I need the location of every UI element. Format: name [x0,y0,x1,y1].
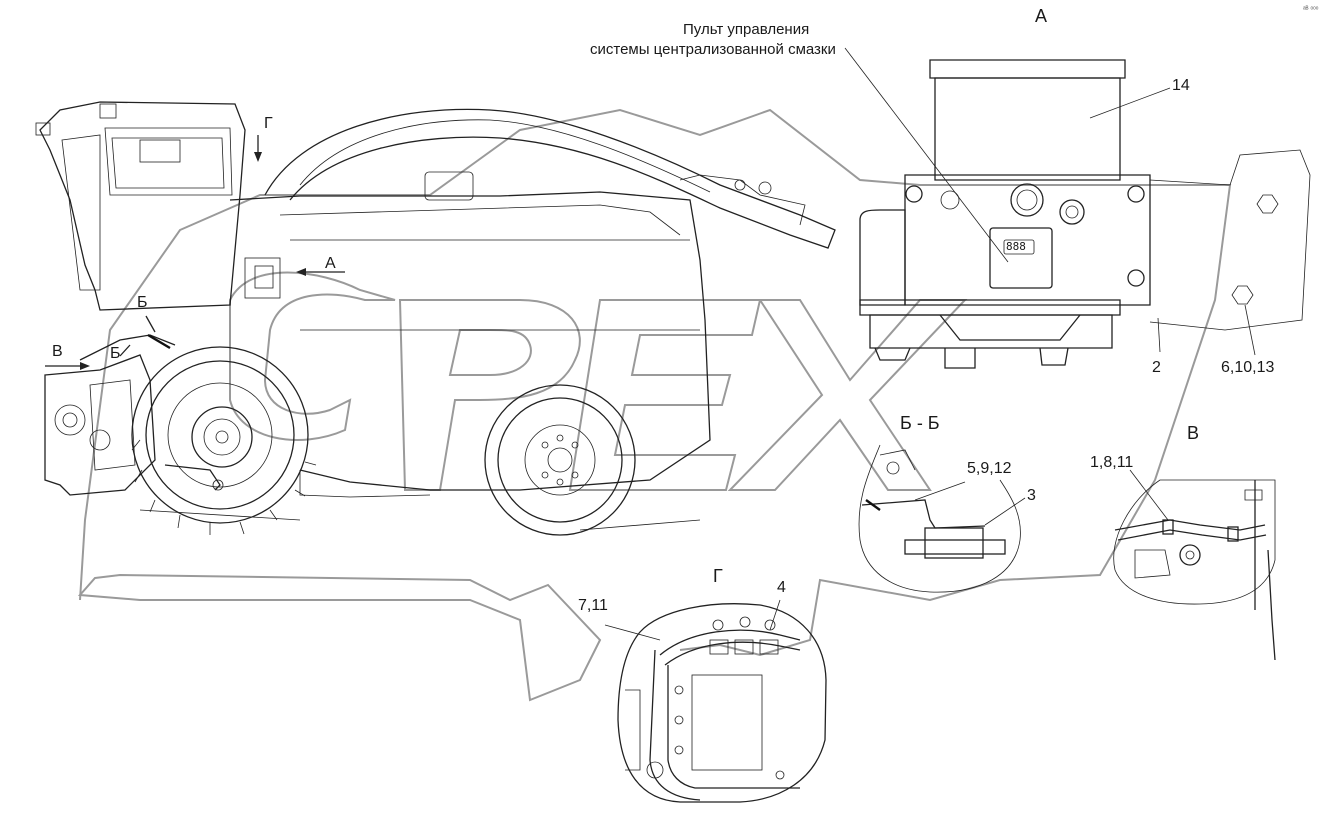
section-b-b-title: Б - Б [900,413,940,433]
view-g [604,599,827,803]
view-g-title: Г [713,566,723,586]
arrow-b-lower-label: Б [110,345,121,362]
arrow-g-label: Г [264,115,273,132]
position-14: 14 [1172,77,1190,94]
position-1-8-11: 1,8,11 [1090,454,1134,471]
arrow-a-label: А [325,255,336,272]
corner-mark: ᵃᴮ ᵒᵒᵒ [1303,6,1319,13]
control-panel-display: 888 [1006,240,1026,253]
position-5-9-12: 5,9,12 [967,460,1012,477]
view-v-title: В [1187,423,1200,443]
position-4: 4 [777,579,786,596]
position-7-11: 7,11 [578,597,608,614]
harvester-side-view [35,101,836,536]
arrow-b-upper-label: Б [137,294,148,311]
arrow-v-label: В [52,343,63,360]
view-a-pump [844,47,1311,369]
position-6-10-13: 6,10,13 [1221,359,1275,376]
view-v [1113,469,1276,661]
position-2: 2 [1152,359,1161,376]
view-a-title: А [1035,6,1048,26]
watermark-logo [77,108,1232,702]
callout-line-1: Пульт управления [683,21,810,38]
position-3: 3 [1027,487,1036,504]
callout-line-2: системы централизованной смазки [590,41,836,58]
section-b-b [858,444,1026,593]
